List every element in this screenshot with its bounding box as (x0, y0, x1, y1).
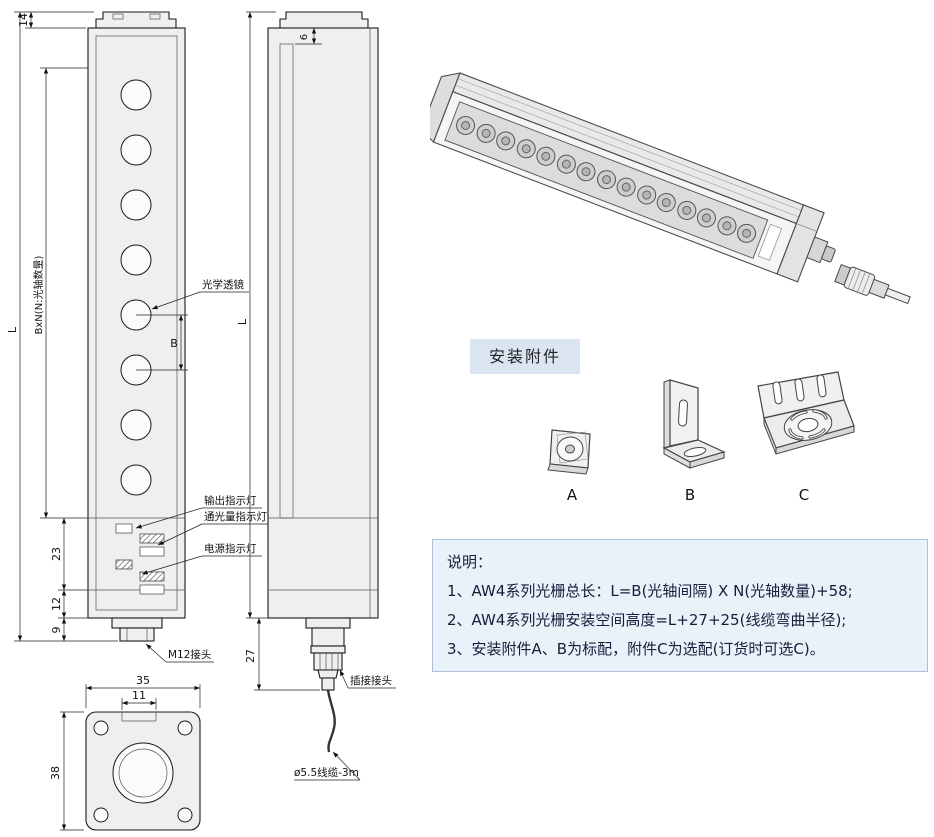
square-mount-nut-icon (547, 429, 591, 475)
notes-box: 说明： 1、AW4系列光栅总长：L=B(光轴间隔) X N(光轴数量)+58; … (432, 539, 928, 672)
accessory-c-label: C (798, 486, 810, 504)
dim-12: 12 (50, 597, 63, 611)
output-led-label: 输出指示灯 (204, 494, 257, 507)
note-1: 1、AW4系列光栅总长：L=B(光轴间隔) X N(光轴数量)+58; (447, 582, 853, 600)
accessories-title: 安装附件 (470, 339, 580, 374)
power-led-label: 电源指示灯 (204, 542, 257, 555)
bottom-view-drawing (85, 711, 201, 831)
technical-views: L 14 BxN(N:光轴数量) 23 12 9 B 光学透镜 输出指示灯 通光… (6, 11, 396, 831)
side-view-drawing (267, 11, 379, 753)
dim-beam-span: BxN(N:光轴数量) (32, 255, 45, 334)
optical-lens-label: 光学透镜 (202, 278, 244, 291)
side-connector (305, 617, 351, 753)
front-view-dimensions: L 14 BxN(N:光轴数量) 23 12 9 B (6, 11, 188, 642)
dim-9: 9 (50, 627, 63, 634)
dim-23: 23 (50, 547, 63, 561)
dim-27: 27 (244, 649, 257, 663)
dim-6: 6 (299, 34, 310, 40)
dim-11: 11 (132, 689, 146, 702)
side-view-dimensions: L 6 27 (236, 11, 322, 691)
note-2: 2、AW4系列光栅安装空间高度=L+27+25(线缆弯曲半径); (447, 611, 847, 629)
side-view-labels: 插接接头 ø5.5线缆-3m (294, 669, 396, 781)
m12-connector (111, 617, 163, 642)
dim-35: 35 (136, 674, 150, 687)
note-3: 3、安装附件A、B为标配，附件C为选配(订货时可选C)。 (447, 640, 825, 658)
l-bracket-icon (662, 379, 726, 469)
dim-cap-height: 14 (17, 13, 30, 27)
cable-line (326, 689, 336, 753)
light-led-label: 通光量指示灯 (204, 510, 267, 523)
dim-total-length-side: L (236, 318, 249, 325)
product-label (757, 223, 783, 261)
product-3d-view (430, 72, 911, 305)
front-view-labels: 光学透镜 输出指示灯 通光量指示灯 电源指示灯 M12接头 (135, 278, 272, 663)
dim-beam-pitch: B (170, 337, 178, 350)
m12-label: M12接头 (168, 648, 211, 661)
dim-38: 38 (49, 766, 62, 780)
product-lens-array (456, 115, 757, 243)
cable-label: ø5.5线缆-3m (294, 766, 359, 779)
notes-title: 说明： (447, 553, 493, 571)
product-plug (834, 263, 911, 305)
product-bar (430, 72, 836, 283)
lens-array (120, 79, 152, 496)
dim-total-length-front: L (6, 326, 19, 333)
front-view-drawing (87, 11, 186, 642)
round-pattern-bracket-icon (757, 371, 855, 455)
accessory-a-label: A (566, 486, 578, 504)
plug-label: 插接接头 (350, 674, 392, 687)
indicator-leds (115, 523, 165, 595)
bottom-view-dimensions: 35 11 38 (49, 674, 201, 831)
accessory-b-label: B (684, 486, 696, 504)
